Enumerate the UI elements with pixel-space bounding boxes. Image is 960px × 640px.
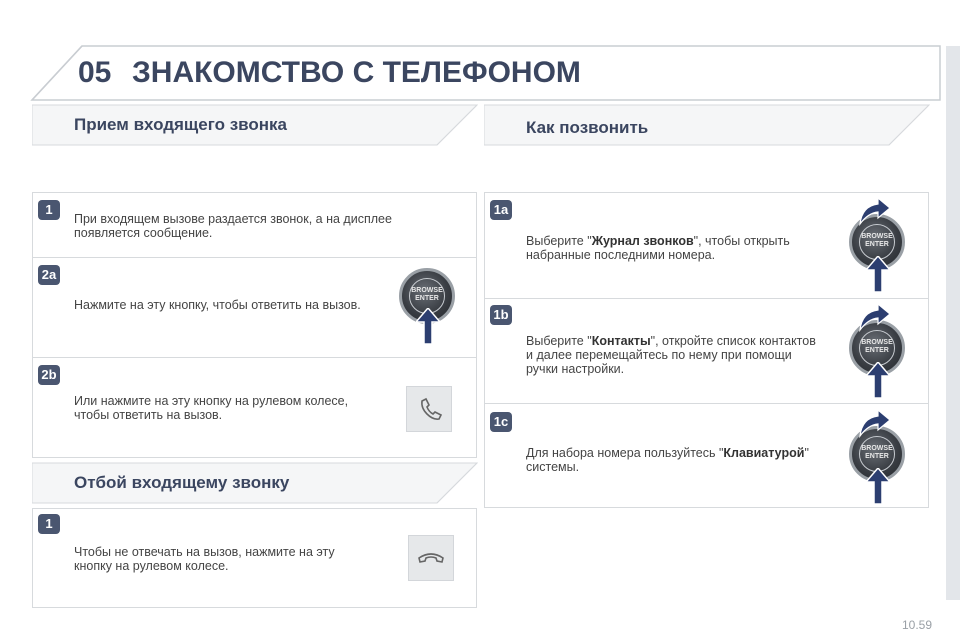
curved-arrow-icon [859,302,891,332]
knob-label-line1: BROWSE [861,233,893,240]
step-badge-1: 1 [38,200,60,220]
step-text-pre: Выберите " [526,334,592,348]
side-strip [946,46,960,600]
curved-arrow-icon [859,196,891,226]
incoming-title: Прием входящего звонка [74,115,287,134]
step-text-post: ", чтобы открыть набранные последними но… [526,234,790,262]
step-text-pre: Выберите " [526,234,592,248]
step-text-pre: Для набора номера пользуйтесь " [526,446,724,460]
step-text: Нажмите на эту кнопку, чтобы ответить на… [74,298,361,312]
divider [485,298,928,299]
step-text: Или нажмите на эту кнопку на рулевом кол… [74,394,349,422]
step-text-post: ", откройте список контактов и далее пер… [526,334,816,376]
incoming-header-frame [32,104,478,146]
curved-arrow-icon [859,408,891,438]
up-arrow-icon [866,256,890,292]
howto-header-frame [484,104,930,146]
step-badge-1b: 1b [490,305,512,325]
reject-header-frame [32,462,478,504]
reject-title: Отбой входящему звонку [74,473,290,492]
step-badge-1c: 1c [490,412,512,432]
step-text-post: " системы. [526,446,809,474]
up-arrow-icon [866,362,890,398]
knob-label-line1: BROWSE [411,287,443,294]
knob-label-line2: ENTER [865,453,889,460]
step-text-bold: Контакты [591,334,651,348]
incoming-panel [32,192,477,458]
step-text-bold: Журнал звонков [591,234,694,248]
phone-answer-button-icon [406,386,452,432]
knob-label-line2: ENTER [865,241,889,248]
page-title: ЗНАКОМСТВО С ТЕЛЕФОНОМ [132,56,581,89]
step-text: При входящем вызове раздается звонок, а … [74,212,392,240]
title-frame [30,45,941,101]
phone-hangup-button-icon [408,535,454,581]
up-arrow-icon [416,308,440,344]
step-badge-1: 1 [38,514,60,534]
knob-label-line1: BROWSE [861,445,893,452]
reject-panel [32,508,477,608]
knob-label-line2: ENTER [865,347,889,354]
knob-label-line2: ENTER [415,295,439,302]
divider [33,257,476,258]
up-arrow-icon [866,468,890,504]
step-text: Чтобы не отвечать на вызов, нажмите на э… [74,545,335,573]
divider [485,403,928,404]
step-text: Выберите "Журнал звонков", чтобы открыть… [526,234,816,262]
knob-label-line1: BROWSE [861,339,893,346]
step-text: Выберите "Контакты", откройте список кон… [526,334,826,376]
step-badge-2b: 2b [38,365,60,385]
chapter-number: 05 [78,56,112,89]
phone-answer-icon [421,397,443,420]
step-badge-2a: 2a [38,265,60,285]
phone-hangup-icon [418,553,444,563]
howto-title: Как позвонить [526,118,649,137]
step-text-bold: Клавиатурой [723,446,805,460]
step-text: Для набора номера пользуйтесь "Клавиатур… [526,446,826,474]
page-number: 10.59 [901,618,932,632]
divider [33,357,476,358]
step-badge-1a: 1a [490,200,512,220]
